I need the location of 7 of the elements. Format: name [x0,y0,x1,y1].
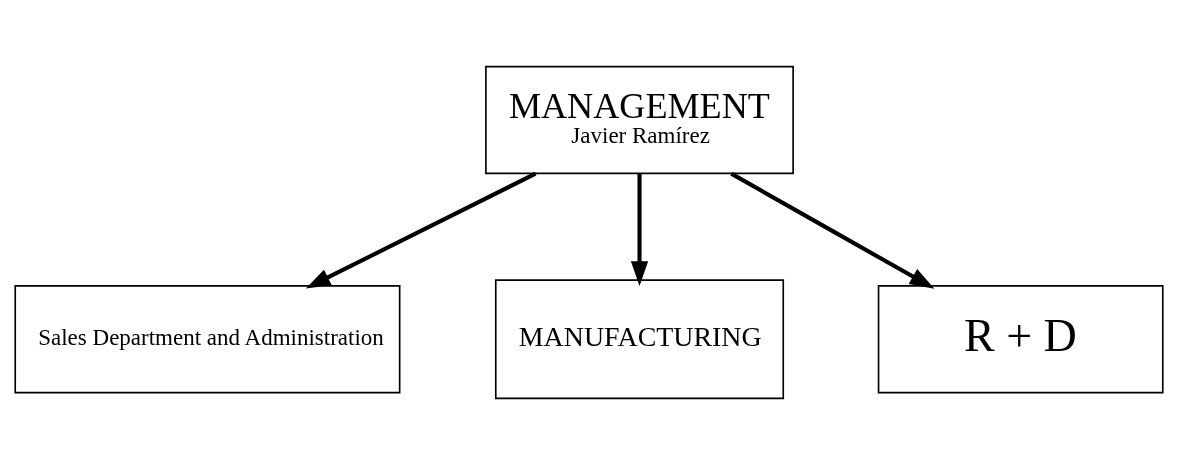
arrow [730,171,935,289]
arrow [630,173,649,286]
node-box: R + D [877,284,1164,393]
node-box: MANAGEMENT Javier Ramírez [485,65,794,174]
node-box: Sales Department and Administration [14,284,401,393]
arrow [305,171,537,288]
node-box: MANUFACTURING [494,278,785,399]
